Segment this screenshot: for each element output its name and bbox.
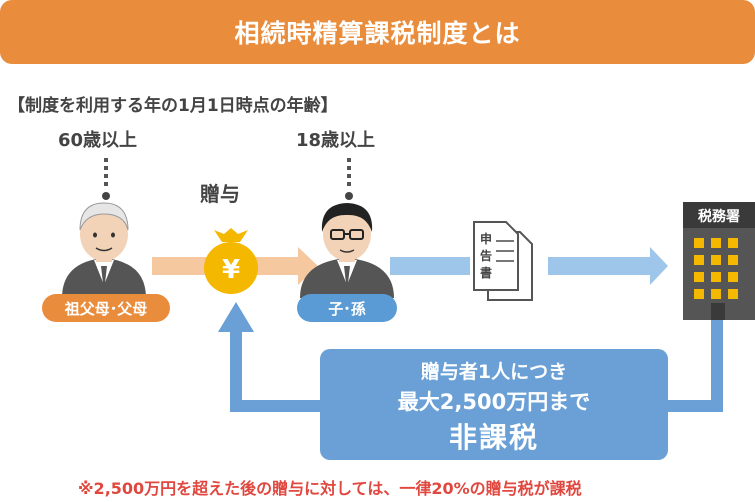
non-taxable-callout: 贈与者1人につき 最大2,500万円まで 非課税 <box>320 349 668 460</box>
giver-label: 祖父母･父母 <box>42 294 170 322</box>
age-condition-label: 【制度を利用する年の1月1日時点の年齢】 <box>8 96 338 116</box>
callout-line-1: 贈与者1人につき <box>420 361 568 383</box>
grandparent-icon <box>62 202 146 298</box>
yen-symbol: ¥ <box>222 255 240 285</box>
gift-arrow-left <box>152 257 207 275</box>
page-title: 相続時精算課税制度とは <box>234 19 521 48</box>
giver-label-text: 祖父母･父母 <box>64 299 148 318</box>
callout-line-2: 最大2,500万円まで <box>397 390 591 414</box>
child-icon <box>300 203 394 298</box>
tax-return-document-icon: 申 告 書 <box>473 221 533 301</box>
document-char-3: 書 <box>480 265 492 280</box>
report-arrow-left <box>390 257 470 275</box>
receiver-label-text: 子･孫 <box>328 299 366 318</box>
receiver-label: 子･孫 <box>297 294 397 322</box>
title-banner: 相続時精算課税制度とは <box>0 0 755 64</box>
giver-age: 60歳以上 <box>58 130 138 151</box>
tax-office-building-icon: 税務署 <box>683 202 755 320</box>
receiver-connector-dot <box>345 192 353 200</box>
receiver-age: 18歳以上 <box>296 130 376 151</box>
tax-office-label: 税務署 <box>698 208 740 225</box>
gift-label: 贈与 <box>200 182 240 206</box>
document-char-2: 告 <box>480 248 492 263</box>
report-arrow-right <box>548 247 668 285</box>
gift-arrow-right <box>255 247 318 285</box>
callout-line-3: 非課税 <box>448 421 539 454</box>
footnote: ※2,500万円を超えた後の贈与に対しては、一律20%の贈与税が課税 <box>78 479 582 498</box>
document-char-1: 申 <box>480 231 492 246</box>
receiver-dotted-connector <box>346 158 352 190</box>
money-bag-icon: ¥ <box>204 228 258 294</box>
giver-connector-dot <box>102 192 110 200</box>
giver-dotted-connector <box>103 158 109 190</box>
